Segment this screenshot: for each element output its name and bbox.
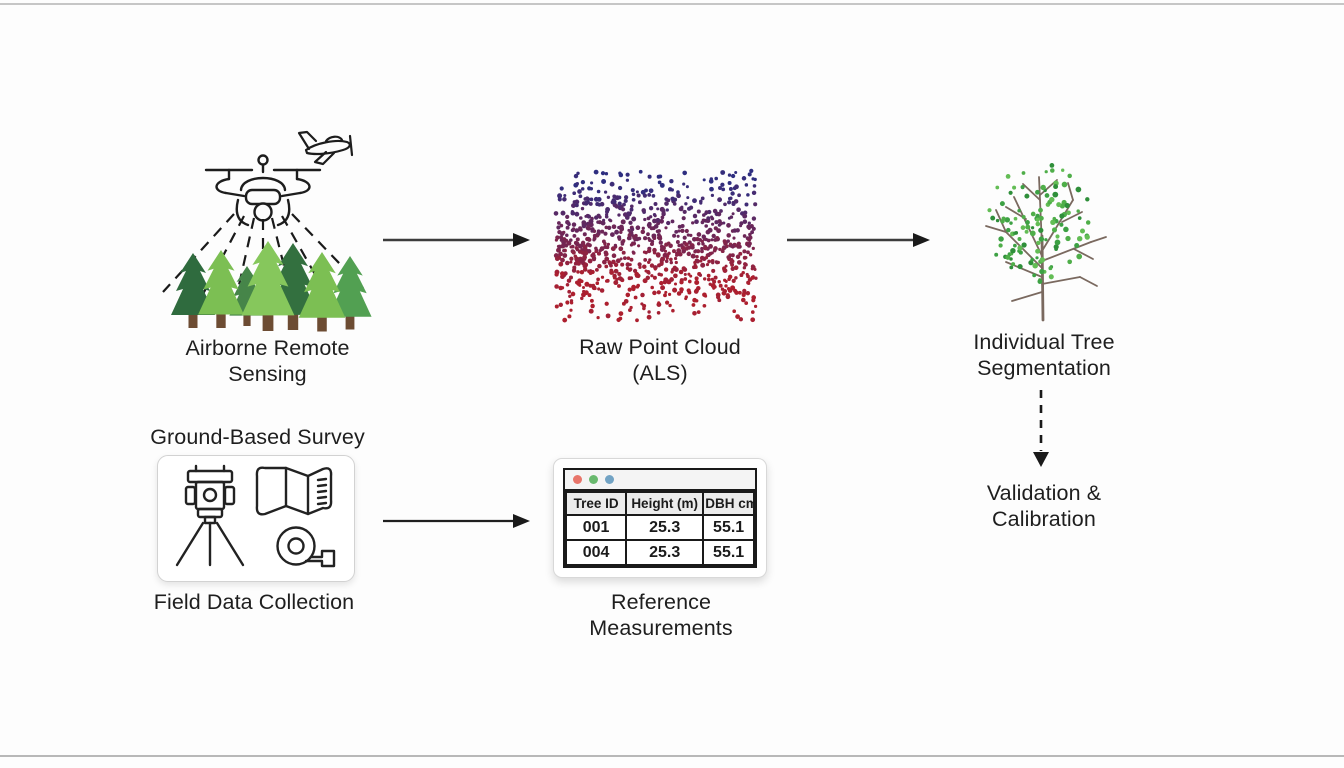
arrow-airborne-to-cloud — [383, 233, 530, 247]
pine-tree-icon — [198, 250, 244, 328]
label-raw-point-cloud-line1: Raw Point Cloud — [579, 335, 741, 359]
label-field-data-collection: Field Data Collection — [153, 590, 355, 614]
label-individual-tree-segmentation: Individual Tree Segmentation — [964, 329, 1124, 381]
arrow-segmentation-to-validation — [1033, 390, 1049, 467]
column-header: DBH cm) — [702, 491, 755, 516]
column-header: Tree ID — [564, 491, 628, 516]
pine-tree-icon — [229, 266, 265, 326]
bottom-border-line — [0, 755, 1344, 757]
drone-icon — [204, 154, 322, 227]
pine-tree-icon — [241, 241, 295, 331]
label-airborne-remote-sensing: Airborne Remote Sensing — [185, 336, 350, 386]
window-dot-red — [573, 475, 582, 484]
label-reference-measurements: Reference Measurements — [589, 590, 733, 640]
label-raw-point-cloud-line2: (ALS) — [632, 361, 688, 385]
column-header: Height (m) — [625, 491, 705, 516]
point-cloud-icon — [553, 168, 758, 323]
window-dot-green — [589, 475, 598, 484]
label-raw-point-cloud: Raw Point Cloud (ALS) — [560, 334, 760, 386]
label-validation-line1: Validation & — [986, 481, 1102, 505]
table-cell: 55.1 — [702, 514, 755, 541]
window-titlebar — [565, 470, 755, 491]
table-cell: 004 — [564, 539, 628, 566]
window-dot-blue — [605, 475, 614, 484]
label-validation-line2: Calibration — [992, 507, 1096, 531]
airplane-icon — [297, 130, 354, 166]
scan-lines — [162, 213, 364, 296]
segmented-tree-icon — [985, 163, 1107, 322]
label-segmentation-line1: Individual Tree — [973, 330, 1115, 354]
pine-tree-icon — [328, 256, 372, 330]
forest-icon — [171, 241, 372, 332]
arrow-field-to-table — [383, 514, 530, 528]
label-segmentation-line2: Segmentation — [977, 356, 1111, 380]
table-cell: 55.1 — [702, 539, 755, 566]
arrow-cloud-to-segmentation — [787, 233, 930, 247]
top-border-line — [0, 3, 1344, 5]
table-cell: 25.3 — [625, 539, 705, 566]
field-data-collection-box — [157, 455, 355, 582]
pine-tree-icon — [298, 252, 346, 332]
pine-tree-icon — [267, 243, 319, 330]
pine-tree-icon — [171, 253, 215, 328]
label-validation-calibration: Validation & Calibration — [964, 480, 1124, 532]
label-ground-based-survey: Ground-Based Survey — [150, 425, 365, 449]
table-cell: 25.3 — [625, 514, 705, 541]
table-cell: 001 — [564, 514, 628, 541]
